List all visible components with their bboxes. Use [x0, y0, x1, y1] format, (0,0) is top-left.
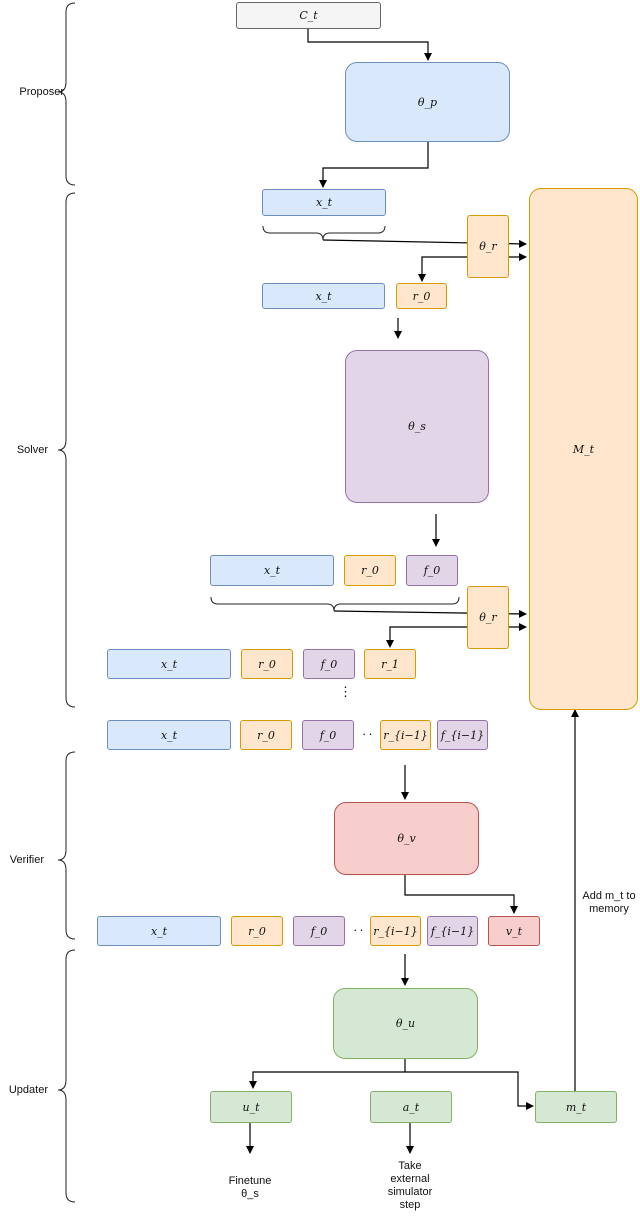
node-xt-4: x_t: [107, 649, 231, 679]
node-memory: M_t: [529, 188, 638, 710]
brace-updater: [57, 949, 76, 1203]
node-f0-1: f_0: [406, 555, 458, 586]
node-theta-p: θ_p: [345, 62, 510, 142]
node-r0-3: r_0: [241, 649, 293, 679]
node-r0-2: r_0: [344, 555, 396, 586]
node-r-i-minus-1-a: r_{i−1}: [380, 720, 431, 750]
arrow-theta-r-to-r0: [418, 256, 467, 282]
node-xt-2: x_t: [262, 283, 385, 309]
brace-proposer: [57, 2, 76, 186]
node-vt: v_t: [488, 916, 540, 946]
brace-solver: [57, 192, 76, 708]
node-theta-u: θ_u: [333, 988, 478, 1059]
node-f0-2: f_0: [303, 649, 355, 679]
node-xt-6: x_t: [97, 916, 221, 946]
brace-verifier: [57, 751, 76, 940]
arrow-theta-r-to-r1: [386, 626, 467, 648]
note-add-memory: Add m_t to memory: [582, 890, 636, 915]
brace-under-row-1: [210, 596, 460, 612]
node-r0-5: r_0: [231, 916, 283, 946]
node-r-i-minus-1-b: r_{i−1}: [370, 916, 421, 946]
section-label-solver: Solver: [16, 444, 48, 456]
node-f0-4: f_0: [293, 916, 345, 946]
node-r1: r_1: [364, 649, 416, 679]
arrow-theta-u-to-mt: [405, 1071, 534, 1110]
node-theta-s: θ_s: [345, 350, 489, 503]
section-label-verifier: Verifier: [9, 854, 44, 866]
node-r0-4: r_0: [240, 720, 292, 750]
node-mt: m_t: [535, 1091, 617, 1123]
node-f-i-minus-1-a: f_{i−1}: [437, 720, 488, 750]
arrow-ct-to-theta-p: [307, 28, 432, 61]
horizontal-ellipsis-1: ··: [362, 726, 375, 741]
node-theta-r-2: θ_r: [467, 586, 509, 649]
note-take-step: Take external simulator step: [387, 1160, 433, 1211]
node-f-i-minus-1-b: f_{i−1}: [427, 916, 478, 946]
node-xt-5: x_t: [107, 720, 231, 750]
node-r0-1: r_0: [396, 283, 447, 309]
section-label-updater: Updater: [8, 1084, 48, 1096]
arrow-theta-v-to-vt: [404, 875, 518, 914]
section-label-proposer: Proposer: [19, 86, 64, 98]
arrow-theta-u-to-ut: [249, 1058, 406, 1089]
vertical-ellipsis: ⋮: [339, 684, 354, 699]
brace-under-xt-1: [262, 225, 386, 241]
horizontal-ellipsis-2: ··: [353, 922, 366, 937]
node-ct: C_t: [236, 2, 381, 29]
node-at: a_t: [370, 1091, 452, 1123]
node-theta-v: θ_v: [334, 802, 479, 875]
section-braces: [57, 2, 76, 1203]
node-f0-3: f_0: [302, 720, 354, 750]
node-theta-r-1: θ_r: [467, 215, 509, 278]
node-xt-1: x_t: [262, 189, 386, 216]
note-finetune: Finetune θ_s: [228, 1175, 272, 1200]
node-ut: u_t: [210, 1091, 292, 1123]
node-xt-3: x_t: [210, 555, 334, 586]
arrow-theta-p-to-xt: [319, 141, 429, 188]
